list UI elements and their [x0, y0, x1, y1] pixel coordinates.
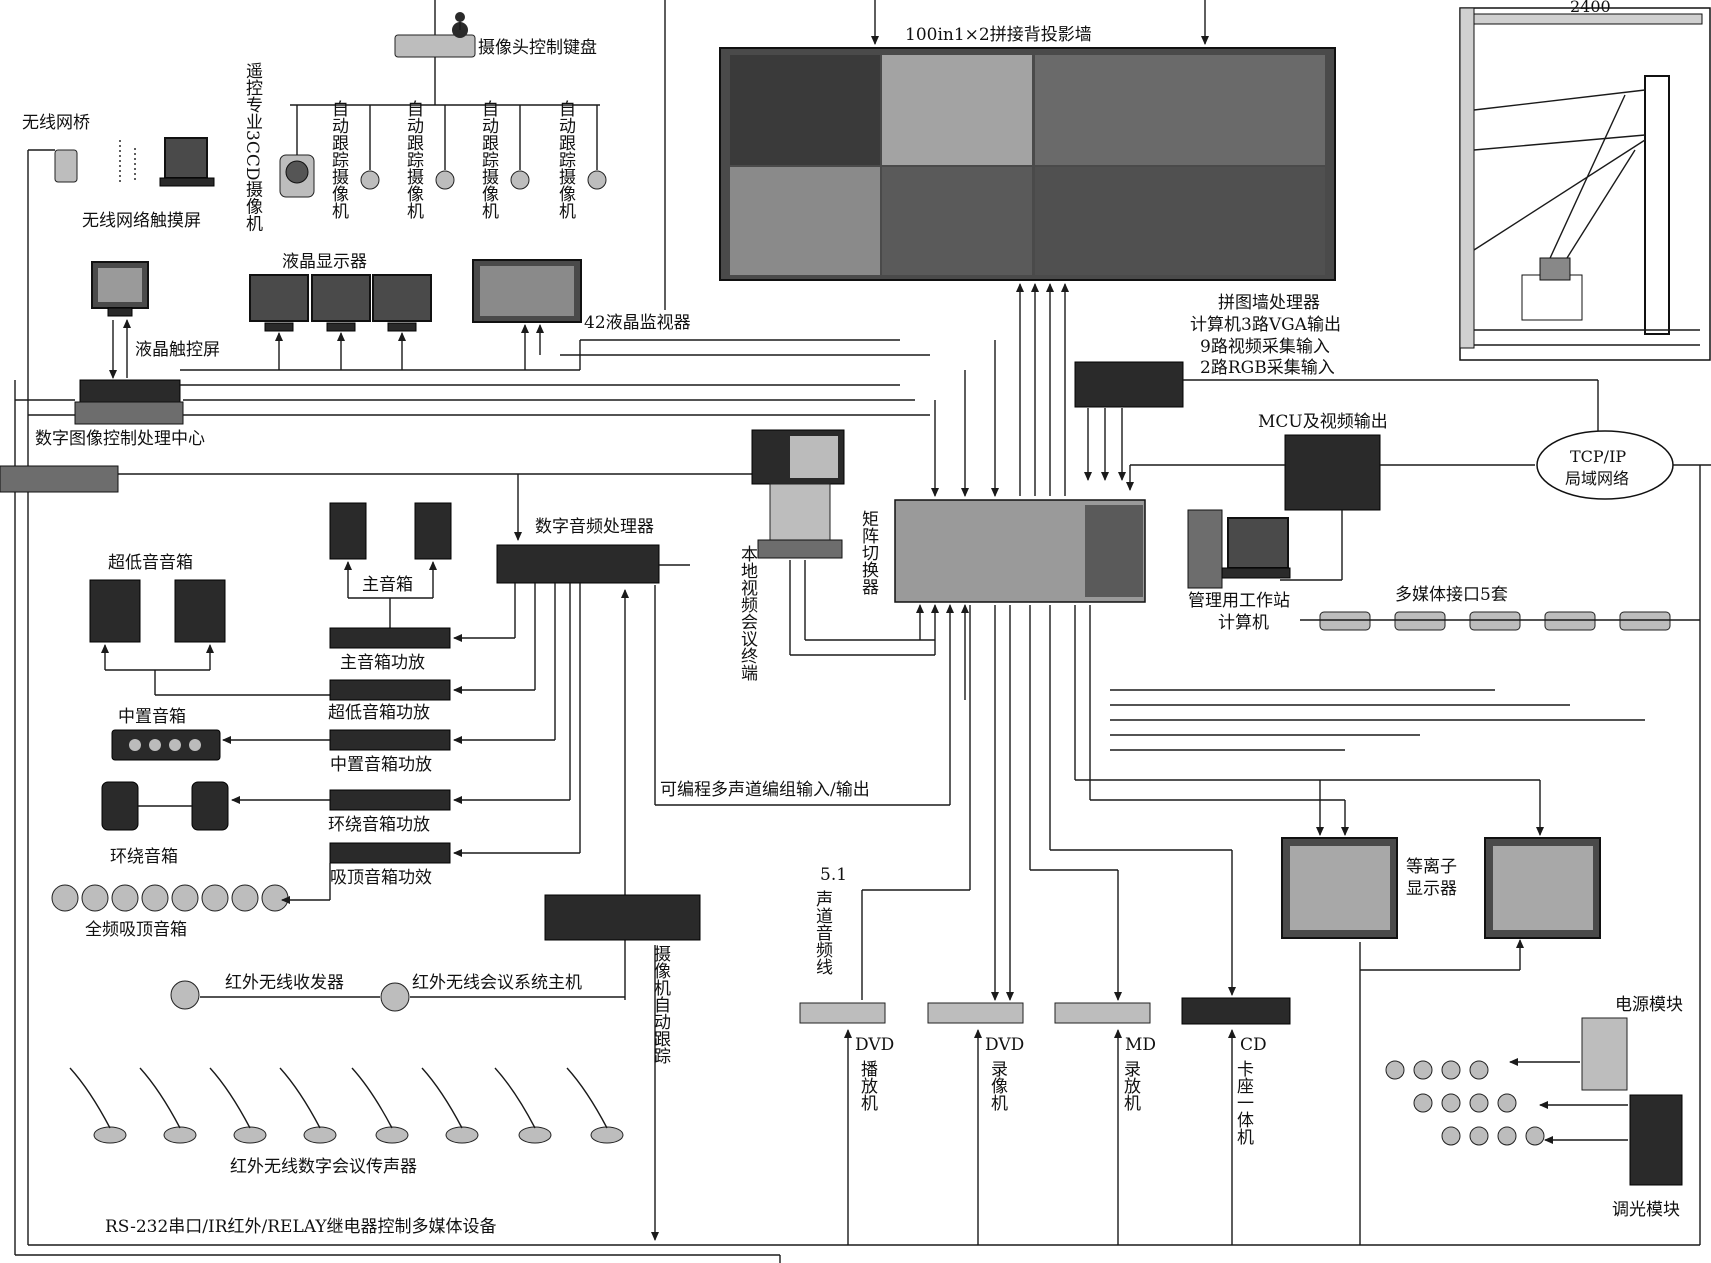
ir-mic-label: 红外无线数字会议传声器 — [230, 1157, 417, 1177]
wall-processor-line2: 计算机3路VGA输出 — [1190, 315, 1341, 335]
ir-conference-host: 红外无线收发器 红外无线会议系统主机 摄像机自动跟踪 — [170, 894, 701, 1241]
wireless-bridge-label: 无线网桥 — [22, 113, 90, 133]
wall-processor: 拼图墙处理器 计算机3路VGA输出 9路视频采集输入 2路RGB采集输入 — [1074, 293, 1599, 481]
auto-track-cameras: 自动跟踪摄像机 自动跟踪摄像机 自动跟踪摄像机 自动跟踪摄像机 — [328, 100, 607, 219]
ceiling-amp-label: 吸顶音箱功效 — [330, 868, 432, 888]
ir-transceiver-label: 红外无线收发器 — [225, 973, 344, 993]
auto-track-label-1: 自动跟踪摄像机 — [328, 100, 349, 219]
workstation: 管理用工作站 计算机 — [1187, 509, 1291, 633]
center-amp-label: 中置音箱功放 — [330, 755, 432, 775]
auto-track-label-2: 自动跟踪摄像机 — [403, 100, 424, 219]
wireless-touch-label: 无线网络触摸屏 — [82, 211, 201, 231]
plasma-line1: 等离子 — [1406, 857, 1457, 877]
surround-5-1-label: 声道音频线 — [812, 890, 833, 975]
lcd-displays: 液晶显示器 — [249, 252, 432, 370]
center-speaker: 中置音箱 — [111, 707, 330, 761]
main-speaker-label: 主音箱 — [362, 575, 413, 595]
wall-processor-line1: 拼图墙处理器 — [1218, 293, 1320, 313]
multimedia-if-label: 多媒体接口5套 — [1395, 585, 1508, 605]
bus-lines — [14, 0, 1701, 1263]
rack-unit-left — [0, 465, 761, 541]
digital-image-center: 数字图像控制处理中心 — [15, 339, 930, 449]
videowall-title: 100in1×2拼接背投影墙 — [905, 25, 1092, 45]
cam-auto-track-label: 摄像机自动跟踪 — [650, 945, 671, 1065]
workstation-line2: 计算机 — [1218, 613, 1269, 633]
multimedia-interfaces: 多媒体接口5套 — [1110, 585, 1700, 751]
mcu: MCU及视频输出 — [1126, 412, 1535, 581]
center-speaker-label: 中置音箱 — [118, 707, 186, 727]
lcd-touch-label: 液晶触控屏 — [135, 340, 220, 360]
wireless-bridge: 无线网桥 — [22, 113, 90, 183]
tcpip-line1: TCP/IP — [1570, 447, 1626, 466]
main-speakers: 主音箱 — [329, 502, 452, 628]
rs232-label: RS-232串口/IR红外/RELAY继电器控制多媒体设备 — [105, 1217, 497, 1237]
surround-amp-label: 环绕音箱功放 — [328, 815, 430, 835]
cd-top: CD — [1240, 1035, 1267, 1055]
audio-processor-label: 数字音频处理器 — [535, 517, 654, 537]
dvd-player-top: DVD — [855, 1035, 894, 1055]
md-label: 录放机 — [1120, 1060, 1141, 1111]
sub-amp-label: 超低音箱功放 — [328, 703, 430, 723]
matrix-switcher: 矩阵切换器 — [858, 320, 1146, 700]
wall-processor-line4: 2路RGB采集输入 — [1200, 358, 1335, 378]
dimmer-module-label: 调光模块 — [1612, 1200, 1680, 1220]
local-vc-label: 本地视频会议终端 — [737, 545, 758, 681]
dimension-text: 2400 — [1570, 0, 1611, 16]
cd-label: 卡座一体机 — [1233, 1060, 1254, 1145]
wall-processor-line3: 9路视频采集输入 — [1200, 337, 1330, 357]
auto-track-label-4: 自动跟踪摄像机 — [555, 100, 576, 219]
local-vc-terminal: 本地视频会议终端 — [737, 429, 935, 681]
remote-3ccd-camera — [279, 105, 315, 198]
surround-speaker-label: 环绕音箱 — [110, 847, 178, 867]
dvd-rec-label: 录像机 — [987, 1060, 1008, 1111]
matrix-switcher-label: 矩阵切换器 — [858, 510, 879, 595]
tcpip-cloud: TCP/IP 局域网络 — [1536, 430, 1711, 500]
dvd-player-label: 播放机 — [857, 1060, 878, 1111]
plasma-line2: 显示器 — [1406, 879, 1457, 899]
camera-keyboard: 摄像头控制键盘 — [394, 12, 597, 58]
tcpip-line2: 局域网络 — [1565, 469, 1629, 488]
digital-audio-processor: 数字音频处理器 — [496, 517, 690, 584]
wireless-touchscreen: 无线网络触摸屏 — [82, 137, 215, 231]
ceiling-speakers: 全频吸顶音箱 — [51, 863, 331, 940]
programmable-audio-label: 可编程多声道编组输入/输出 — [660, 780, 870, 800]
lcd-42-monitor: 42液晶监视器 — [472, 259, 691, 370]
surround-5-1-num: 5.1 — [820, 865, 847, 885]
video-wall: 100in1×2拼接背投影墙 — [719, 0, 1336, 320]
mcu-label: MCU及视频输出 — [1258, 412, 1388, 432]
surround-speakers: 环绕音箱 — [101, 781, 330, 867]
lcd-42-label-1: 42液晶监视器 — [584, 313, 691, 333]
lcd-display-label: 液晶显示器 — [282, 252, 367, 272]
amplifiers: 主音箱功放 超低音箱功放 中置音箱功放 环绕音箱功放 吸顶音箱功效 — [328, 583, 581, 888]
subwoofer: 超低音音箱 — [89, 553, 330, 696]
workstation-line1: 管理用工作站 — [1188, 591, 1290, 611]
auto-track-label-3: 自动跟踪摄像机 — [478, 100, 499, 219]
md-top: MD — [1125, 1035, 1156, 1055]
camera-keyboard-label: 摄像头控制键盘 — [478, 38, 597, 58]
remote-3ccd-label: 遥控专业3CCD摄像机 — [242, 62, 263, 232]
lcd-touch-screen: 液晶触控屏 — [91, 261, 220, 379]
power-module-label: 电源模块 — [1615, 995, 1683, 1015]
dvd-rec-top: DVD — [985, 1035, 1024, 1055]
subwoofer-label: 超低音音箱 — [108, 553, 193, 573]
media-players: 5.1 声道音频线 DVD 播放机 DVD 录像机 MD 录放机 CD 卡座一体… — [799, 605, 1291, 1245]
projection-section: 2400 — [1459, 0, 1711, 361]
power-dimmer: 电源模块 调光模块 — [1385, 995, 1683, 1220]
light-bulbs — [1385, 1060, 1545, 1146]
main-amp-label: 主音箱功放 — [340, 653, 425, 673]
plasma-displays: 等离子 显示器 — [1074, 605, 1601, 1245]
ir-microphones: 红外无线数字会议传声器 — [69, 1067, 624, 1177]
ceiling-speaker-label: 全频吸顶音箱 — [85, 920, 187, 940]
ir-host-label: 红外无线会议系统主机 — [412, 973, 582, 993]
digital-image-center-label: 数字图像控制处理中心 — [35, 429, 205, 449]
